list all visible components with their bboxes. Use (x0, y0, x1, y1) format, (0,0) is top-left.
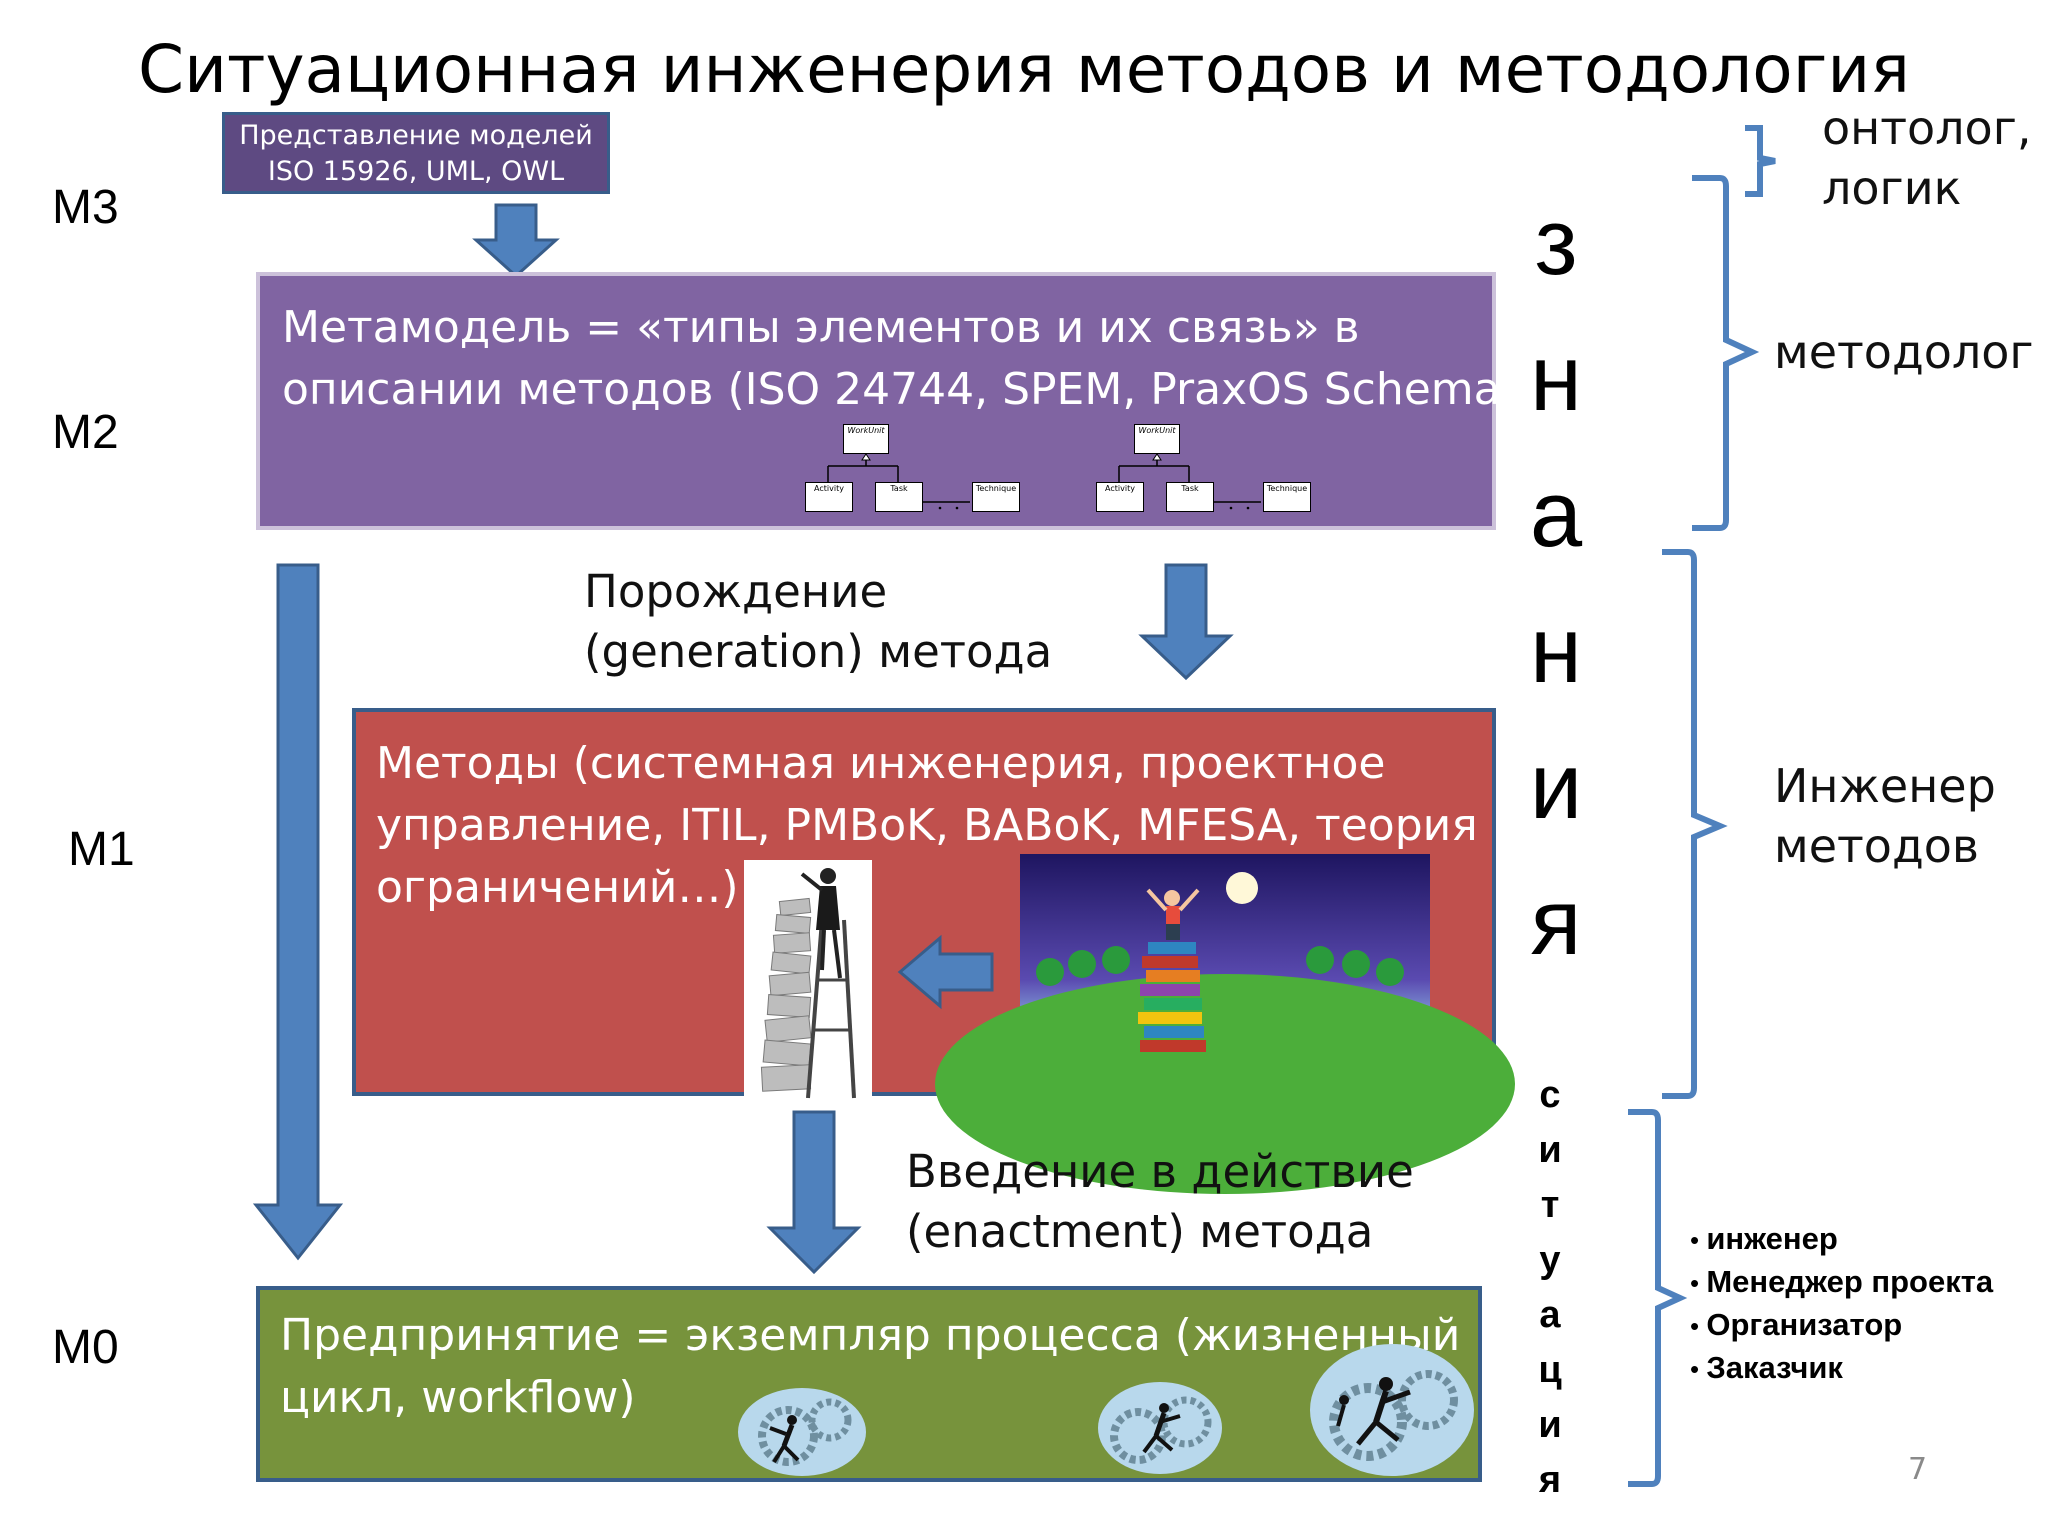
m1-box-line2: управление, ITIL, PMBoK, BABoK, MFESA, т… (376, 800, 1478, 851)
gears-illustration-1 (738, 1388, 866, 1476)
page-number: 7 (1908, 1452, 1928, 1487)
arrow-down-enactment (766, 1110, 862, 1275)
uml-class-technique: Technique (1263, 482, 1311, 512)
knowledge-letter: н (1530, 597, 1582, 702)
gears-people-image-3 (1306, 1330, 1478, 1480)
situation-letter: и (1538, 1404, 1562, 1446)
m0-enterprise-box: Предпринятие = экземпляр процесса (жизне… (256, 1286, 1482, 1482)
knowledge-letter: я (1530, 869, 1582, 974)
knowledge-letter: и (1529, 733, 1583, 838)
list-item: Менеджер проекта (1690, 1261, 1993, 1304)
situation-letter: я (1538, 1459, 1562, 1501)
role-ontologist: онтолог, логик (1822, 98, 2032, 218)
role-method-engineer-line1: Инженер (1774, 759, 1996, 813)
uml-class-activity: Activity (805, 482, 853, 512)
m2-box-line2: описании методов (ISO 24744, SPEM, PraxO… (282, 364, 1518, 415)
generation-caption-line2: (generation) метода (584, 625, 1053, 678)
brace-method-engineer (1662, 549, 1728, 1099)
list-item: Заказчик (1690, 1347, 1993, 1390)
arrow-left-books (897, 934, 994, 1010)
level-label-m1: M1 (68, 823, 135, 876)
enactment-caption-line2: (enactment) метода (906, 1205, 1374, 1258)
level-label-m0: M0 (52, 1321, 119, 1374)
arrow-down-long-left (252, 563, 344, 1261)
stakeholder-list: инженер Менеджер проекта Организатор Зак… (1690, 1218, 1993, 1390)
situation-letter: и (1538, 1129, 1562, 1171)
situation-letter: с (1539, 1074, 1561, 1116)
paper-stack-illustration (760, 868, 856, 1099)
m0-box-line2: цикл, workflow) (280, 1372, 636, 1423)
situation-letter: ц (1538, 1349, 1562, 1391)
vertical-word-knowledge: з н а н и я (1506, 174, 1606, 990)
role-ontologist-line2: логик (1822, 161, 1962, 215)
m3-box-line1: Представление моделей (239, 120, 593, 151)
uml-diagram-2: WorkUnit Activity Task Technique (1096, 422, 1336, 514)
uml-class-task: Task (1166, 482, 1214, 512)
arrow-down-generation (1138, 563, 1234, 681)
role-method-engineer: Инженер методов (1774, 756, 1996, 876)
uml-class-workunit: WorkUnit (843, 424, 889, 454)
enactment-caption: Введение в действие (enactment) метода (906, 1142, 1414, 1262)
role-method-engineer-line2: методов (1774, 819, 1980, 873)
m0-box-line1: Предпринятие = экземпляр процесса (жизне… (280, 1310, 1461, 1361)
situation-letter: у (1539, 1239, 1561, 1281)
role-methodologist: методолог (1774, 325, 2034, 379)
knowledge-letter: а (1529, 461, 1583, 566)
uml-class-activity: Activity (1096, 482, 1144, 512)
m3-box: Представление моделей ISO 15926, UML, OW… (222, 112, 610, 194)
brace-stakeholders (1628, 1109, 1688, 1487)
gears-people-image-1 (734, 1380, 870, 1480)
page-title: Ситуационная инженерия методов и методол… (138, 31, 1910, 108)
m1-box-line1: Методы (системная инженерия, проектное (376, 738, 1386, 789)
generation-caption: Порождение (generation) метода (584, 562, 1052, 682)
uml-diagram-1-lines (827, 453, 970, 510)
m3-box-line2: ISO 15926, UML, OWL (267, 156, 565, 187)
brace-methodologist (1692, 175, 1760, 531)
paper-stack-image (744, 860, 872, 1100)
situation-letter: т (1540, 1184, 1560, 1226)
level-label-m2: M2 (52, 406, 119, 459)
books-kid-illustration (935, 872, 1515, 1194)
m1-methods-box: Методы (системная инженерия, проектное у… (352, 708, 1515, 1194)
gears-illustration-2 (1098, 1382, 1222, 1474)
knowledge-letter: з (1534, 189, 1578, 294)
gears-people-image-2 (1094, 1372, 1226, 1480)
arrow-down-m3-m2 (472, 203, 560, 279)
m1-box-line3: ограничений…) (376, 862, 739, 913)
brace-ontologist (1745, 125, 1776, 197)
list-item: Организатор (1690, 1304, 1993, 1347)
list-item: инженер (1690, 1218, 1993, 1261)
books-kid-image (935, 854, 1515, 1194)
role-ontologist-line1: онтолог, (1822, 101, 2032, 155)
gears-illustration-3 (1310, 1344, 1474, 1476)
situation-letter: а (1539, 1294, 1561, 1336)
m2-metamodel-box: Метамодель = «типы элементов и их связь»… (256, 272, 1518, 530)
level-label-m3: M3 (52, 181, 119, 234)
enactment-caption-line1: Введение в действие (906, 1145, 1414, 1198)
uml-class-technique: Technique (972, 482, 1020, 512)
uml-class-workunit: WorkUnit (1134, 424, 1180, 454)
uml-class-task: Task (875, 482, 923, 512)
knowledge-letter: н (1530, 325, 1582, 430)
vertical-word-situation: с и т у а ц и я (1520, 1068, 1580, 1508)
m2-box-line1: Метамодель = «типы элементов и их связь»… (282, 302, 1360, 353)
uml-diagram-2-lines (1118, 453, 1261, 510)
generation-caption-line1: Порождение (584, 565, 888, 618)
uml-diagram-1: WorkUnit Activity Task Technique (805, 422, 1045, 514)
